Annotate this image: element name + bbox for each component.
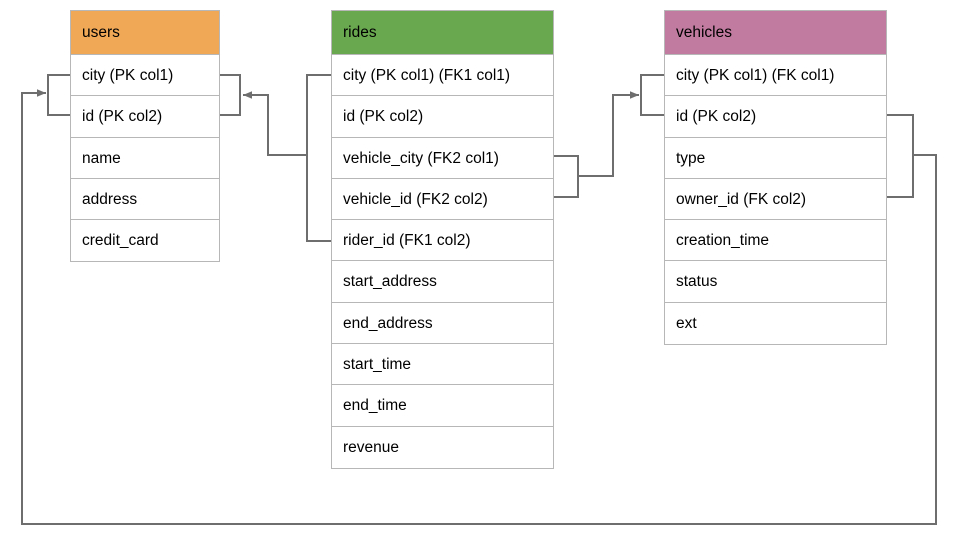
column-row: id (PK col2) <box>332 96 553 138</box>
entity-table-users[interactable]: users city (PK col1) id (PK col2) name a… <box>70 10 220 263</box>
column-row: vehicle_id (FK2 col2) <box>332 179 553 221</box>
connector-rides-rider-to-users <box>220 74 331 242</box>
table-header-rides: rides <box>332 11 553 55</box>
column-row: id (PK col2) <box>665 96 886 138</box>
column-row: status <box>665 261 886 303</box>
column-row: start_address <box>332 261 553 303</box>
connector-rides-vehicle-to-vehicles <box>554 74 664 198</box>
column-row: revenue <box>343 438 400 456</box>
column-row: address <box>71 179 219 221</box>
column-row: city (PK col1) (FK1 col1) <box>332 55 553 97</box>
column-row: city (PK col1) (FK col1) <box>665 55 886 97</box>
column-row: city (PK col1) <box>71 55 219 97</box>
column-row: credit_card <box>82 232 159 250</box>
column-row: ext <box>676 314 697 332</box>
column-row: start_time <box>332 344 553 386</box>
column-row: id (PK col2) <box>71 96 219 138</box>
table-header-vehicles: vehicles <box>665 11 886 55</box>
column-row: name <box>71 138 219 179</box>
column-row: type <box>665 138 886 179</box>
column-row: creation_time <box>665 220 886 262</box>
entity-table-rides[interactable]: rides city (PK col1) (FK1 col1) id (PK c… <box>331 10 554 469</box>
column-row: owner_id (FK col2) <box>665 179 886 221</box>
column-row: vehicle_city (FK2 col1) <box>332 138 553 179</box>
column-row: end_time <box>332 385 553 427</box>
column-row: rider_id (FK1 col2) <box>332 220 553 262</box>
table-header-users: users <box>71 11 219 55</box>
column-row: end_address <box>332 303 553 345</box>
entity-table-vehicles[interactable]: vehicles city (PK col1) (FK col1) id (PK… <box>664 10 887 346</box>
